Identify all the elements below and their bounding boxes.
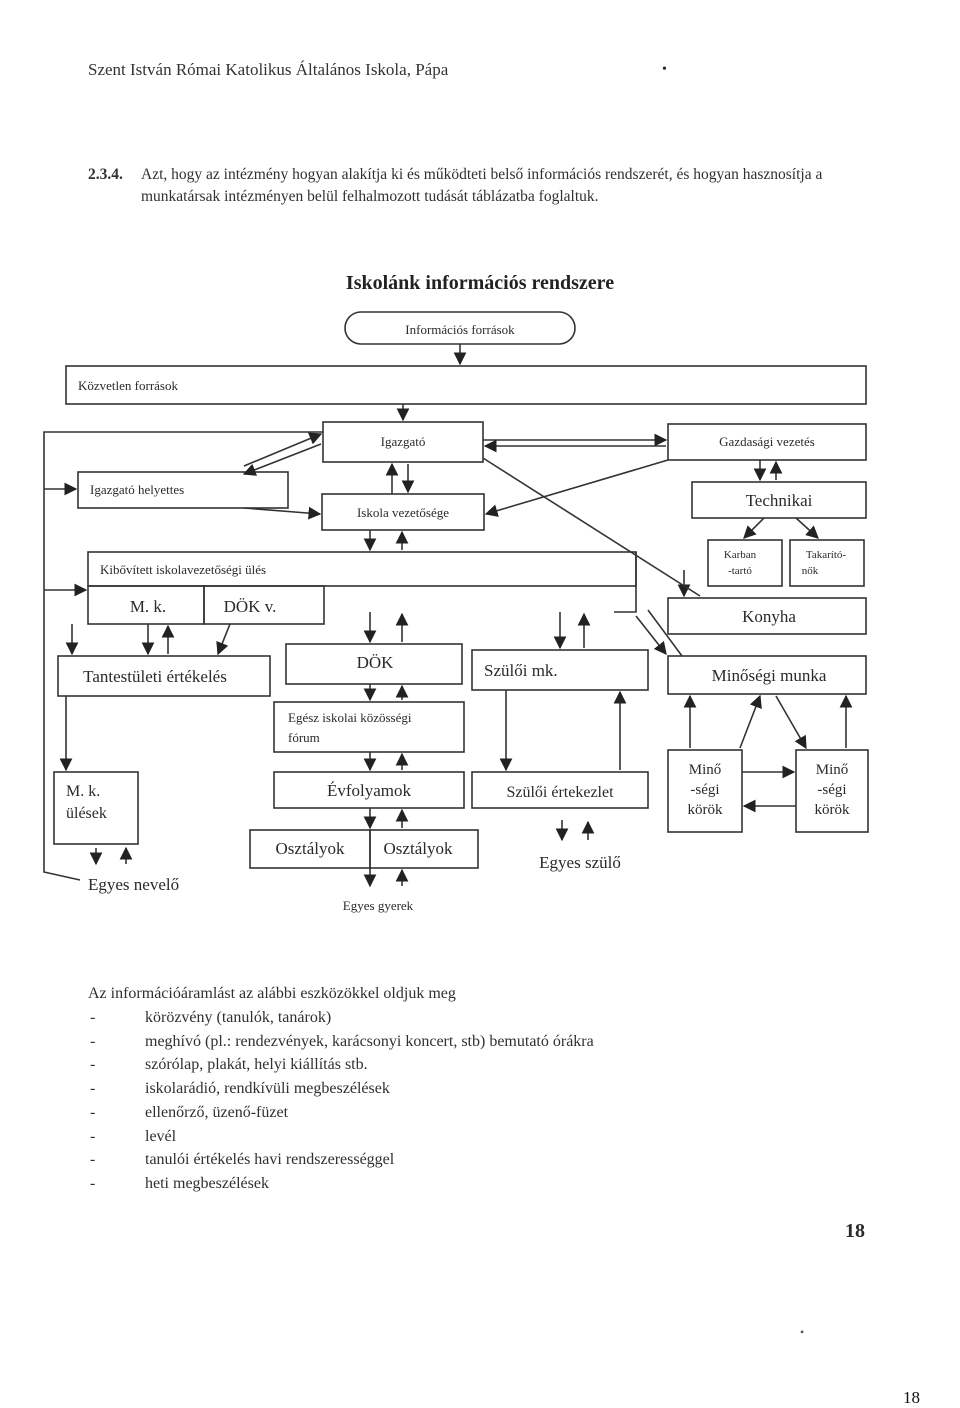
deputy-label: Igazgató helyettes [90,482,184,497]
section-number: 2.3.4. [88,166,123,183]
school-mgmt-label: Iskola vezetősége [357,505,449,520]
quality-circles-1-label-1: Minő [689,762,722,778]
header-dot: • [662,62,667,77]
maintenance-box [707,539,783,587]
mk-meetings-label-1: M. k. [66,783,100,800]
individual-parent-label: Egyes szülő [539,853,621,872]
section-intro: 2.3.4. Azt, hogy az intézmény hogyan ala… [88,164,848,208]
cleaners-label-2: nők [802,565,819,577]
mk-meetings-label-2: ülések [66,805,107,822]
classes-1-label: Osztályok [276,839,345,858]
maintenance-label-2: -tartó [728,565,752,577]
scan-mark: • [800,1325,805,1339]
dok-v-label: DÖK v. [224,597,277,616]
list-item: körözvény (tanulók, tanárok) [88,1006,788,1030]
forum-label-2: fórum [288,730,320,745]
technical-label: Technikai [746,491,813,510]
tools-list: körözvény (tanulók, tanárok) meghívó (pl… [88,1006,788,1196]
economic-mgmt-box [667,423,867,461]
grades-label: Évfolyamok [327,781,412,800]
list-item: ellenőrző, üzenő-füzet [88,1101,788,1125]
kitchen-label: Konyha [742,607,796,626]
deputy-box [77,471,289,509]
list-intro: Az információáramlást az alábbi eszközök… [88,985,456,1002]
page-number: 18 [903,1388,920,1407]
quality-circles-1-label-3: körök [688,802,723,818]
classes-2-box [369,829,479,869]
economic-mgmt-label: Gazdasági vezetés [719,434,815,449]
quality-work-box [667,655,867,695]
list-item: tanulói értékelés havi rendszerességgel [88,1148,788,1172]
quality-circles-1-label-2: -ségi [690,782,719,798]
principal-label: Igazgató [381,434,426,449]
list-item: meghívó (pl.: rendezvények, karácsonyi k… [88,1030,788,1054]
school-mgmt-box [321,493,485,531]
classes-2-label: Osztályok [384,839,453,858]
info-sources-label: Információs források [405,322,515,337]
individual-child-label: Egyes gyerek [343,898,414,913]
list-item: iskolarádió, rendkívüli megbeszélések [88,1077,788,1101]
diagram-title: Iskolánk információs rendszere [345,272,615,294]
forum-box [273,701,465,753]
quality-circles-2-box [795,749,869,833]
grades-box [273,771,465,809]
direct-sources-box [65,365,867,405]
forum-label-1: Egész iskolai közösségi [288,710,412,725]
mk-label: M. k. [130,597,166,616]
parents-mk-label: Szülői mk. [484,661,558,680]
list-item: heti megbeszélések [88,1172,788,1196]
staff-eval-label: Tantestületi értékelés [83,667,227,686]
direct-sources-label: Közvetlen források [78,378,178,393]
maintenance-label-1: Karban [724,549,757,561]
info-flow-tools: Az információáramlást az alábbi eszközök… [88,982,788,1196]
quality-circles-2-label-3: körök [815,802,850,818]
quality-circles-2-label-1: Minő [816,762,849,778]
staff-eval-box [57,655,271,697]
quality-circles-1-box [667,749,743,833]
cleaners-label-1: Takarító- [806,549,846,561]
quality-work-label: Minőségi munka [712,666,827,685]
technical-box [691,481,867,519]
principal-box [322,421,484,463]
list-item: levél [88,1125,788,1149]
list-item: szórólap, plakát, helyi kiállítás stb. [88,1053,788,1077]
individual-teacher-label: Egyes nevelő [88,875,179,894]
parents-meeting-box [471,771,649,809]
quality-circles-2-label-2: -ségi [817,782,846,798]
dok-v-box [203,585,325,625]
dok-box [285,643,463,685]
section-text: Azt, hogy az intézmény hogyan alakítja k… [141,166,823,205]
mk-meetings-box [53,771,139,845]
parents-mk-box [471,649,649,691]
extended-meeting-label: Kibővített iskolavezetőségi ülés [100,562,266,577]
scanned-page-number: 18 [845,1220,865,1242]
kitchen-box [667,597,867,635]
dok-label: DÖK [357,653,395,672]
school-header: Szent István Római Katolikus Általános I… [88,60,449,79]
cleaners-box [789,539,865,587]
parents-meeting-label: Szülői értekezlet [506,784,614,801]
